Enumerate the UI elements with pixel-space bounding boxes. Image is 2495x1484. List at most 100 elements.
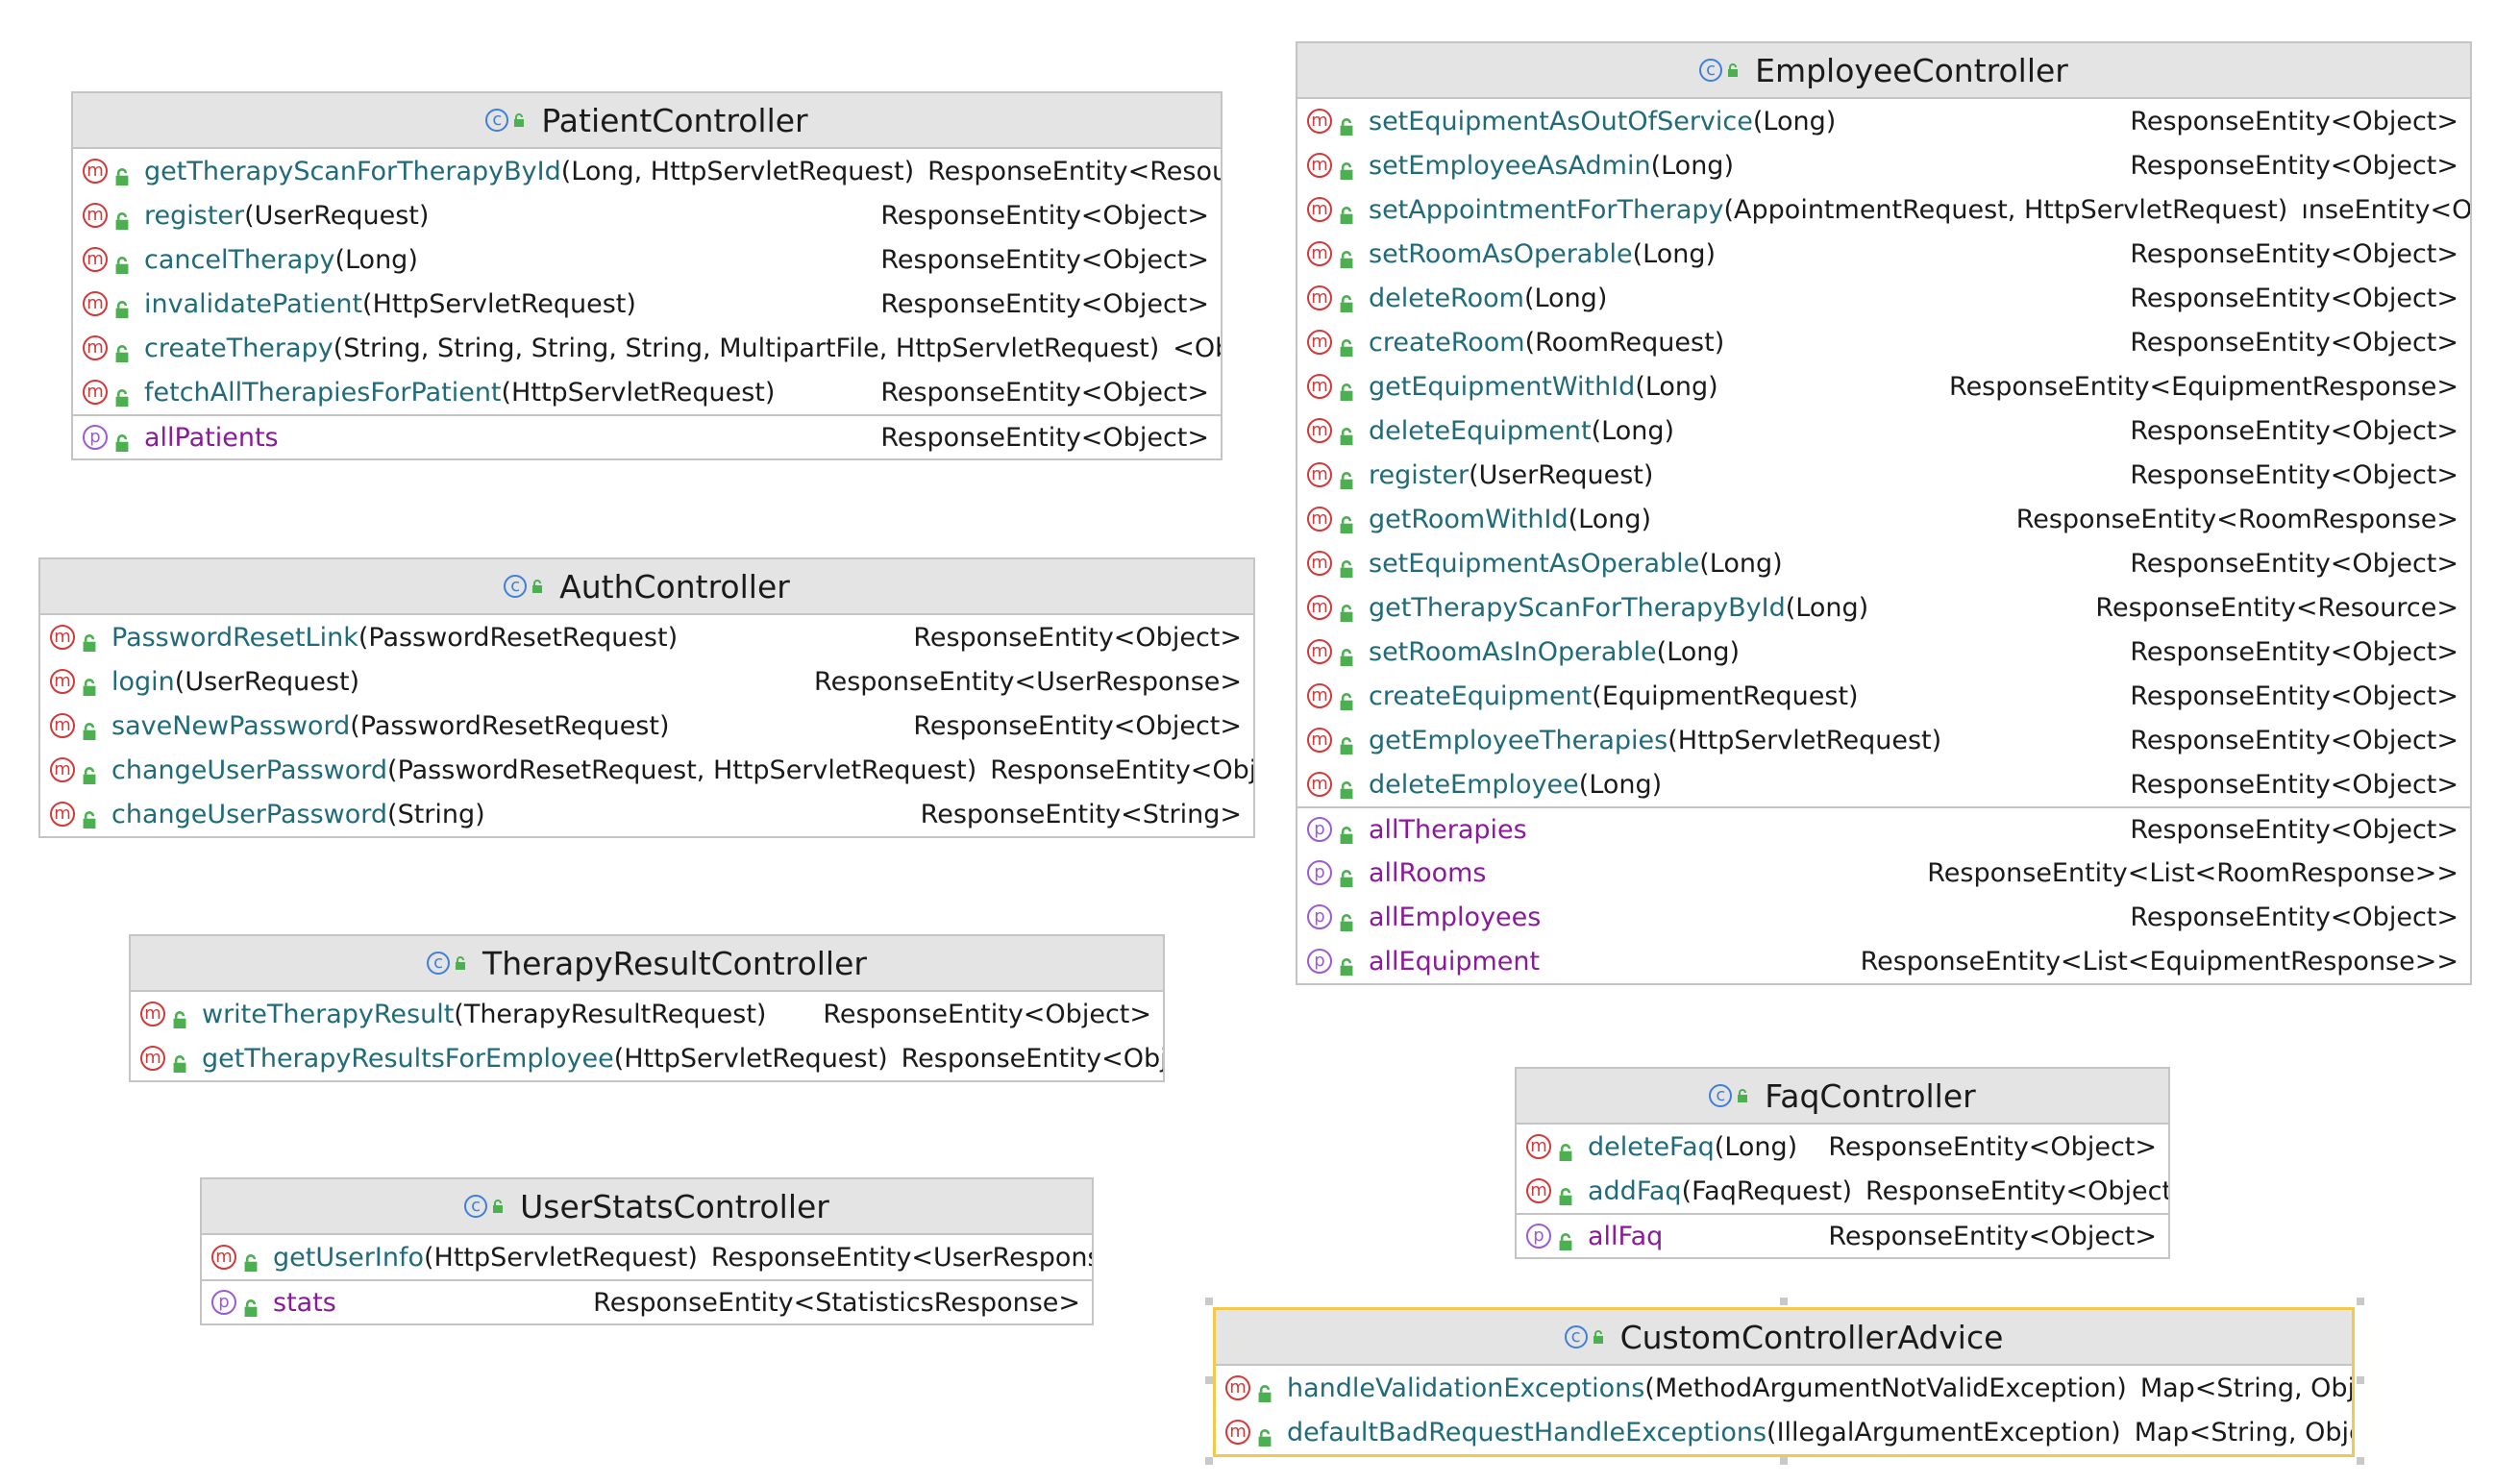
- method-m-icon: m: [211, 1245, 236, 1270]
- method-m-icon: m: [1307, 772, 1332, 797]
- method-params: (Long): [1752, 106, 1837, 136]
- public-lock-icon: [81, 761, 98, 784]
- resize-handle[interactable]: [2357, 1457, 2364, 1465]
- class-c-icon: c: [1709, 1084, 1733, 1107]
- resize-handle[interactable]: [1205, 1376, 1213, 1384]
- public-lock-icon: [1338, 201, 1355, 224]
- method-name: setAppointmentForTherapy: [1369, 194, 1724, 225]
- method-m-icon: m: [140, 1046, 165, 1071]
- class-name: CustomControllerAdvice: [1619, 1318, 2004, 1356]
- method-name: changeUserPassword: [111, 754, 388, 785]
- class-header[interactable]: c FaqController: [1517, 1069, 2168, 1125]
- method-m-icon: m: [83, 380, 108, 405]
- method-m-icon: m: [1307, 551, 1332, 576]
- property-p-icon: p: [1307, 817, 1332, 842]
- public-lock-icon: [1338, 555, 1355, 578]
- public-lock-icon: [1338, 776, 1355, 799]
- class-header[interactable]: c EmployeeController: [1297, 43, 2470, 99]
- return-type: ResponseEntity<Object>: [2130, 150, 2458, 181]
- method-name: changeUserPassword: [111, 799, 388, 829]
- method-m-icon: m: [1307, 683, 1332, 708]
- class-header[interactable]: c PatientController: [73, 93, 1221, 149]
- method-name: createEquipment: [1369, 680, 1593, 711]
- class-header[interactable]: c TherapyResultController: [131, 936, 1163, 992]
- return-type: ResponseEntity<Object>: [2130, 106, 2458, 136]
- method-m-icon: m: [83, 203, 108, 228]
- public-lock-icon: [113, 429, 131, 452]
- method-m-icon: m: [50, 757, 75, 782]
- return-type: ResponseEntity<Resource>: [2095, 592, 2458, 623]
- resize-handle[interactable]: [1780, 1298, 1788, 1305]
- method-name: deleteEmployee: [1369, 769, 1579, 800]
- class-name: PatientController: [541, 101, 808, 139]
- public-lock-icon: [81, 717, 98, 740]
- method-m-icon: m: [50, 713, 75, 738]
- public-lock-icon: [1557, 1138, 1574, 1161]
- resize-handle[interactable]: [1205, 1457, 1213, 1465]
- method-name: PasswordResetLink: [111, 622, 358, 653]
- resize-handle[interactable]: [1205, 1298, 1213, 1305]
- return-type: ResponseEntity<Object>: [2130, 548, 2458, 579]
- method-params: (EquipmentRequest): [1592, 680, 1859, 711]
- method-name: cancelTherapy: [144, 244, 335, 275]
- class-header[interactable]: c CustomControllerAdvice: [1216, 1310, 2352, 1366]
- resize-handle[interactable]: [1780, 1457, 1788, 1465]
- method-m-icon: m: [1307, 418, 1332, 443]
- method-params: (IllegalArgumentException): [1766, 1417, 2121, 1447]
- resize-handle[interactable]: [2357, 1298, 2364, 1305]
- class-header[interactable]: c AuthController: [40, 559, 1253, 615]
- return-type: ResponseEntity<Object>: [880, 200, 1209, 231]
- resize-handle[interactable]: [2357, 1376, 2364, 1384]
- class-header[interactable]: c UserStatsController: [202, 1179, 1092, 1235]
- method-m-icon: m: [1307, 330, 1332, 355]
